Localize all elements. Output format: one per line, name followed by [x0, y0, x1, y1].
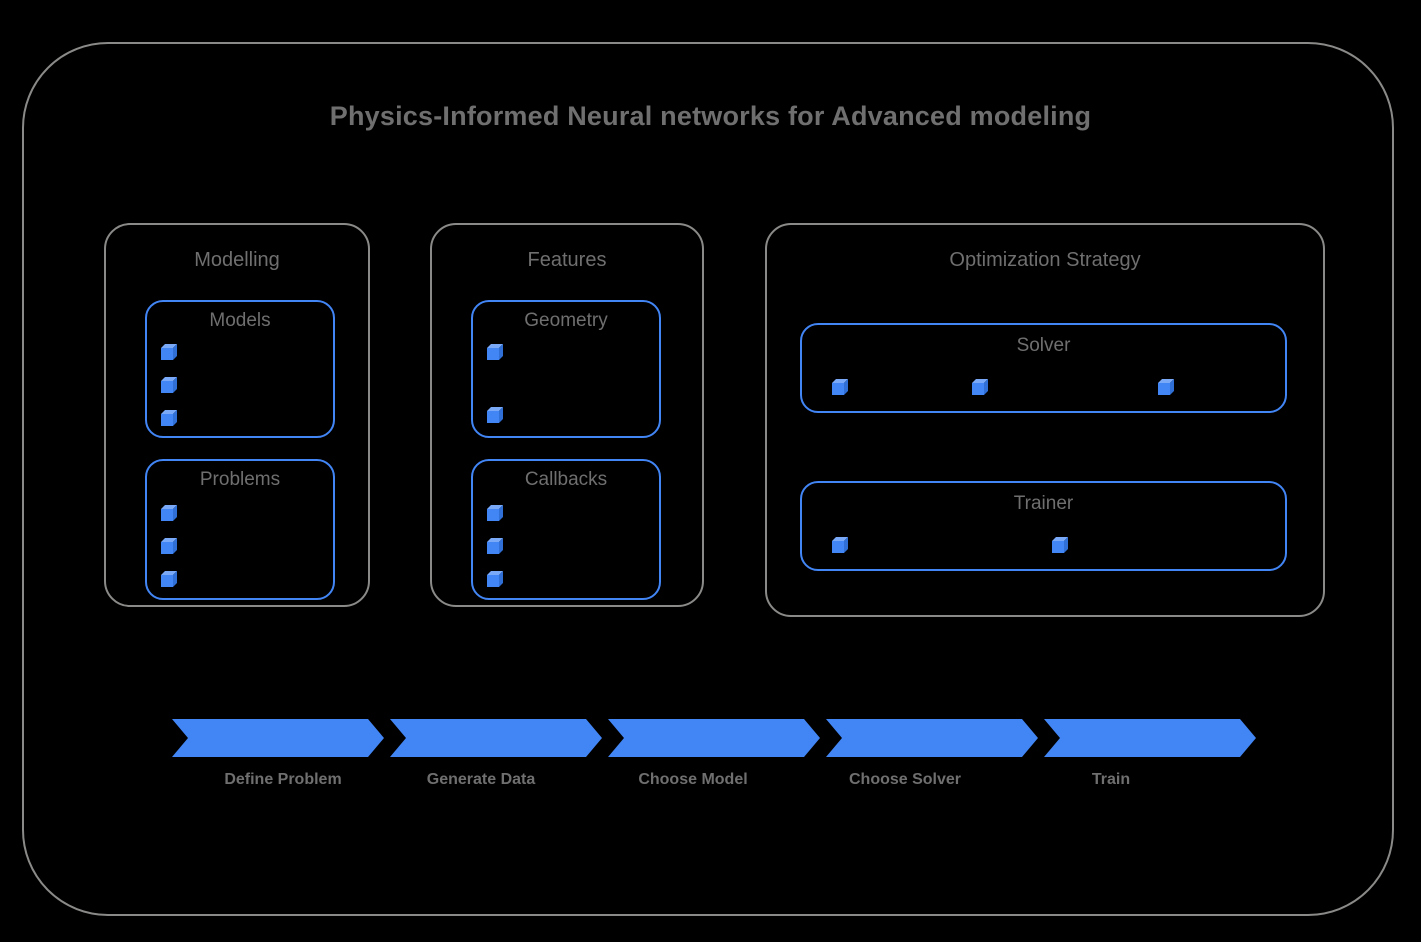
box-title-problems: Problems: [199, 469, 281, 490]
page-title: Physics-Informed Neural networks for Adv…: [329, 101, 1092, 131]
box-trainer[interactable]: Trainer: [800, 481, 1287, 571]
group-title-optimization: Optimization Strategy: [949, 249, 1141, 271]
box-title-trainer: Trainer: [1013, 493, 1074, 514]
cube-icon: [161, 538, 178, 555]
pipeline-arrow-5[interactable]: [1044, 719, 1256, 757]
group-title-modelling: Modelling: [194, 249, 280, 271]
pipeline-arrows: [172, 719, 1256, 757]
box-title-solver: Solver: [1016, 335, 1071, 356]
outer-frame: [22, 42, 1394, 916]
cube-icon: [1052, 537, 1069, 554]
pipeline-arrow-3[interactable]: [608, 719, 820, 757]
box-callbacks[interactable]: Callbacks: [471, 459, 661, 600]
pipeline-label-generate-data: Generate Data: [426, 771, 536, 788]
box-title-models: Models: [209, 310, 271, 331]
group-panel-modelling: Modelling: [104, 223, 370, 607]
cube-icon: [487, 505, 504, 522]
group-panel-optimization: Optimization Strategy: [765, 223, 1325, 617]
cube-icon: [972, 379, 989, 396]
box-geometry[interactable]: Geometry: [471, 300, 661, 438]
box-solver[interactable]: Solver: [800, 323, 1287, 413]
cube-icon: [161, 410, 178, 427]
cube-icon: [487, 407, 504, 424]
pipeline-arrow-1[interactable]: [172, 719, 384, 757]
pipeline-label-train: Train: [1091, 771, 1131, 788]
box-title-geometry: Geometry: [524, 310, 608, 331]
cube-icon: [832, 537, 849, 554]
pipeline-arrow-4[interactable]: [826, 719, 1038, 757]
cube-icon: [832, 379, 849, 396]
cube-icon: [161, 344, 178, 361]
cube-icon: [161, 571, 178, 588]
pipeline-label-choose-solver: Choose Solver: [848, 771, 962, 788]
cube-icon: [161, 377, 178, 394]
cube-icon: [487, 538, 504, 555]
box-models[interactable]: Models: [145, 300, 335, 438]
pipeline-arrow-2[interactable]: [390, 719, 602, 757]
pipeline-label-choose-model: Choose Model: [638, 771, 748, 788]
cube-icon: [487, 571, 504, 588]
group-title-features: Features: [527, 249, 607, 271]
box-title-callbacks: Callbacks: [524, 469, 608, 490]
group-panel-features: Features: [430, 223, 704, 607]
cube-icon: [487, 344, 504, 361]
pipeline-label-define-problem: Define Problem: [224, 771, 342, 788]
cube-icon: [1158, 379, 1175, 396]
box-problems[interactable]: Problems: [145, 459, 335, 600]
cube-icon: [161, 505, 178, 522]
